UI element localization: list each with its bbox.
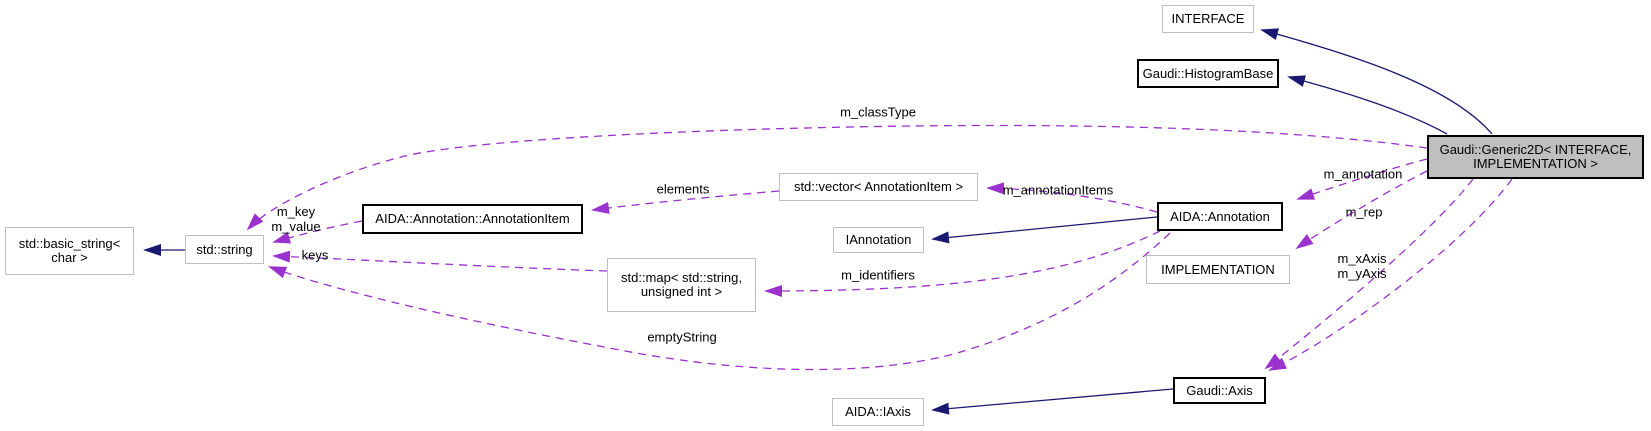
edge-m-identifiers — [764, 230, 1161, 297]
edge-m-rep — [1295, 170, 1428, 250]
edge-annotation-to-iannotation — [931, 216, 1158, 244]
node-aida-annotationitem[interactable]: AIDA::Annotation::AnnotationItem — [362, 204, 583, 234]
edge-m-xaxis — [1264, 178, 1474, 370]
edge-keys — [272, 250, 608, 272]
node-implementation: IMPLEMENTATION — [1146, 255, 1290, 284]
node-label: AIDA::IAxis — [845, 404, 911, 419]
node-label-line2: char > — [51, 250, 88, 265]
edge-label-m-xaxis: m_xAxis — [1337, 251, 1387, 266]
edge-m-classtype — [246, 124, 1428, 231]
node-label-line2: unsigned int > — [640, 284, 723, 299]
node-label-line2: IMPLEMENTATION > — [1473, 156, 1598, 171]
node-label: AIDA::Annotation::AnnotationItem — [375, 211, 570, 226]
node-label: std::string — [196, 241, 253, 257]
node-label: IAnnotation — [845, 232, 912, 247]
edge-gaudiaxis-to-iaxis — [931, 388, 1174, 415]
edge-generic2d-to-interface — [1260, 28, 1493, 135]
edge-label-emptystring: emptyString — [647, 329, 717, 345]
edge-label-m-classtype: m_classType — [840, 104, 916, 120]
node-label: AIDA::Annotation — [1170, 208, 1270, 224]
node-label-line1: std::map< std::string, — [620, 270, 743, 285]
node-label: Gaudi::Axis — [1186, 382, 1253, 398]
node-aida-iaxis: AIDA::IAxis — [832, 398, 924, 426]
node-label: INTERFACE — [1171, 11, 1245, 26]
edge-label-m-value: m_value — [271, 219, 321, 234]
node-gaudi-histogrambase[interactable]: Gaudi::HistogramBase — [1137, 59, 1279, 88]
node-label-line1: std::basic_string< — [18, 236, 121, 251]
node-aida-annotation[interactable]: AIDA::Annotation — [1157, 202, 1283, 231]
edge-m-yaxis — [1268, 178, 1513, 371]
node-std-map: std::map< std::string, unsigned int > — [607, 258, 756, 312]
edge-m-key-m-value — [272, 220, 363, 244]
edge-m-annotationitems — [986, 182, 1158, 213]
edge-label-m-key-m-value: m_key m_value — [271, 204, 320, 234]
edge-label-m-rep: m_rep — [1345, 204, 1383, 220]
edge-label-m-yaxis: m_yAxis — [1337, 266, 1387, 281]
node-interface: INTERFACE — [1162, 5, 1254, 33]
node-label: IMPLEMENTATION — [1161, 261, 1275, 277]
edge-label-keys: keys — [301, 247, 329, 263]
edge-label-m-xaxis-m-yaxis: m_xAxis m_yAxis — [1337, 251, 1386, 281]
edge-label-m-key: m_key — [276, 204, 316, 219]
node-iannotation: IAnnotation — [833, 227, 924, 253]
node-std-string: std::string — [185, 235, 264, 264]
node-gaudi-axis[interactable]: Gaudi::Axis — [1173, 377, 1266, 404]
node-label-line1: Gaudi::Generic2D< INTERFACE, — [1439, 142, 1632, 157]
edge-label-m-annotationitems: m_annotationItems — [1002, 182, 1114, 198]
node-label: std::vector< AnnotationItem > — [793, 179, 964, 194]
node-std-basic-string: std::basic_string< char > — [5, 227, 134, 275]
edge-elements — [591, 190, 780, 214]
edge-label-m-annotation: m_annotation — [1323, 166, 1403, 182]
edge-label-elements: elements — [656, 181, 710, 197]
edge-generic2d-to-histogrambase — [1287, 75, 1448, 135]
node-gaudi-generic2d: Gaudi::Generic2D< INTERFACE, IMPLEMENTAT… — [1427, 135, 1644, 179]
edge-label-m-identifiers: m_identifiers — [841, 267, 915, 283]
edge-emptystring — [268, 232, 1171, 371]
node-std-vector-annotationitem: std::vector< AnnotationItem > — [779, 173, 978, 201]
node-label: Gaudi::HistogramBase — [1142, 65, 1274, 81]
